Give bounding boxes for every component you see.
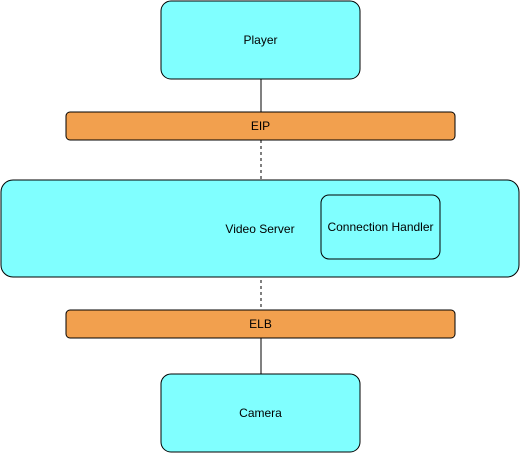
eip-node: EIP bbox=[65, 111, 456, 141]
elb-node: ELB bbox=[65, 309, 456, 339]
eip-label: EIP bbox=[251, 119, 270, 133]
player-label: Player bbox=[243, 33, 277, 47]
video-server-node: Video Server bbox=[0, 179, 520, 278]
camera-node: Camera bbox=[160, 373, 361, 453]
connection-handler-node: Connection Handler bbox=[320, 194, 441, 260]
player-node: Player bbox=[160, 0, 361, 80]
connection-handler-label: Connection Handler bbox=[327, 220, 433, 234]
camera-label: Camera bbox=[239, 406, 282, 420]
video-server-label: Video Server bbox=[225, 222, 294, 236]
elb-label: ELB bbox=[249, 317, 272, 331]
